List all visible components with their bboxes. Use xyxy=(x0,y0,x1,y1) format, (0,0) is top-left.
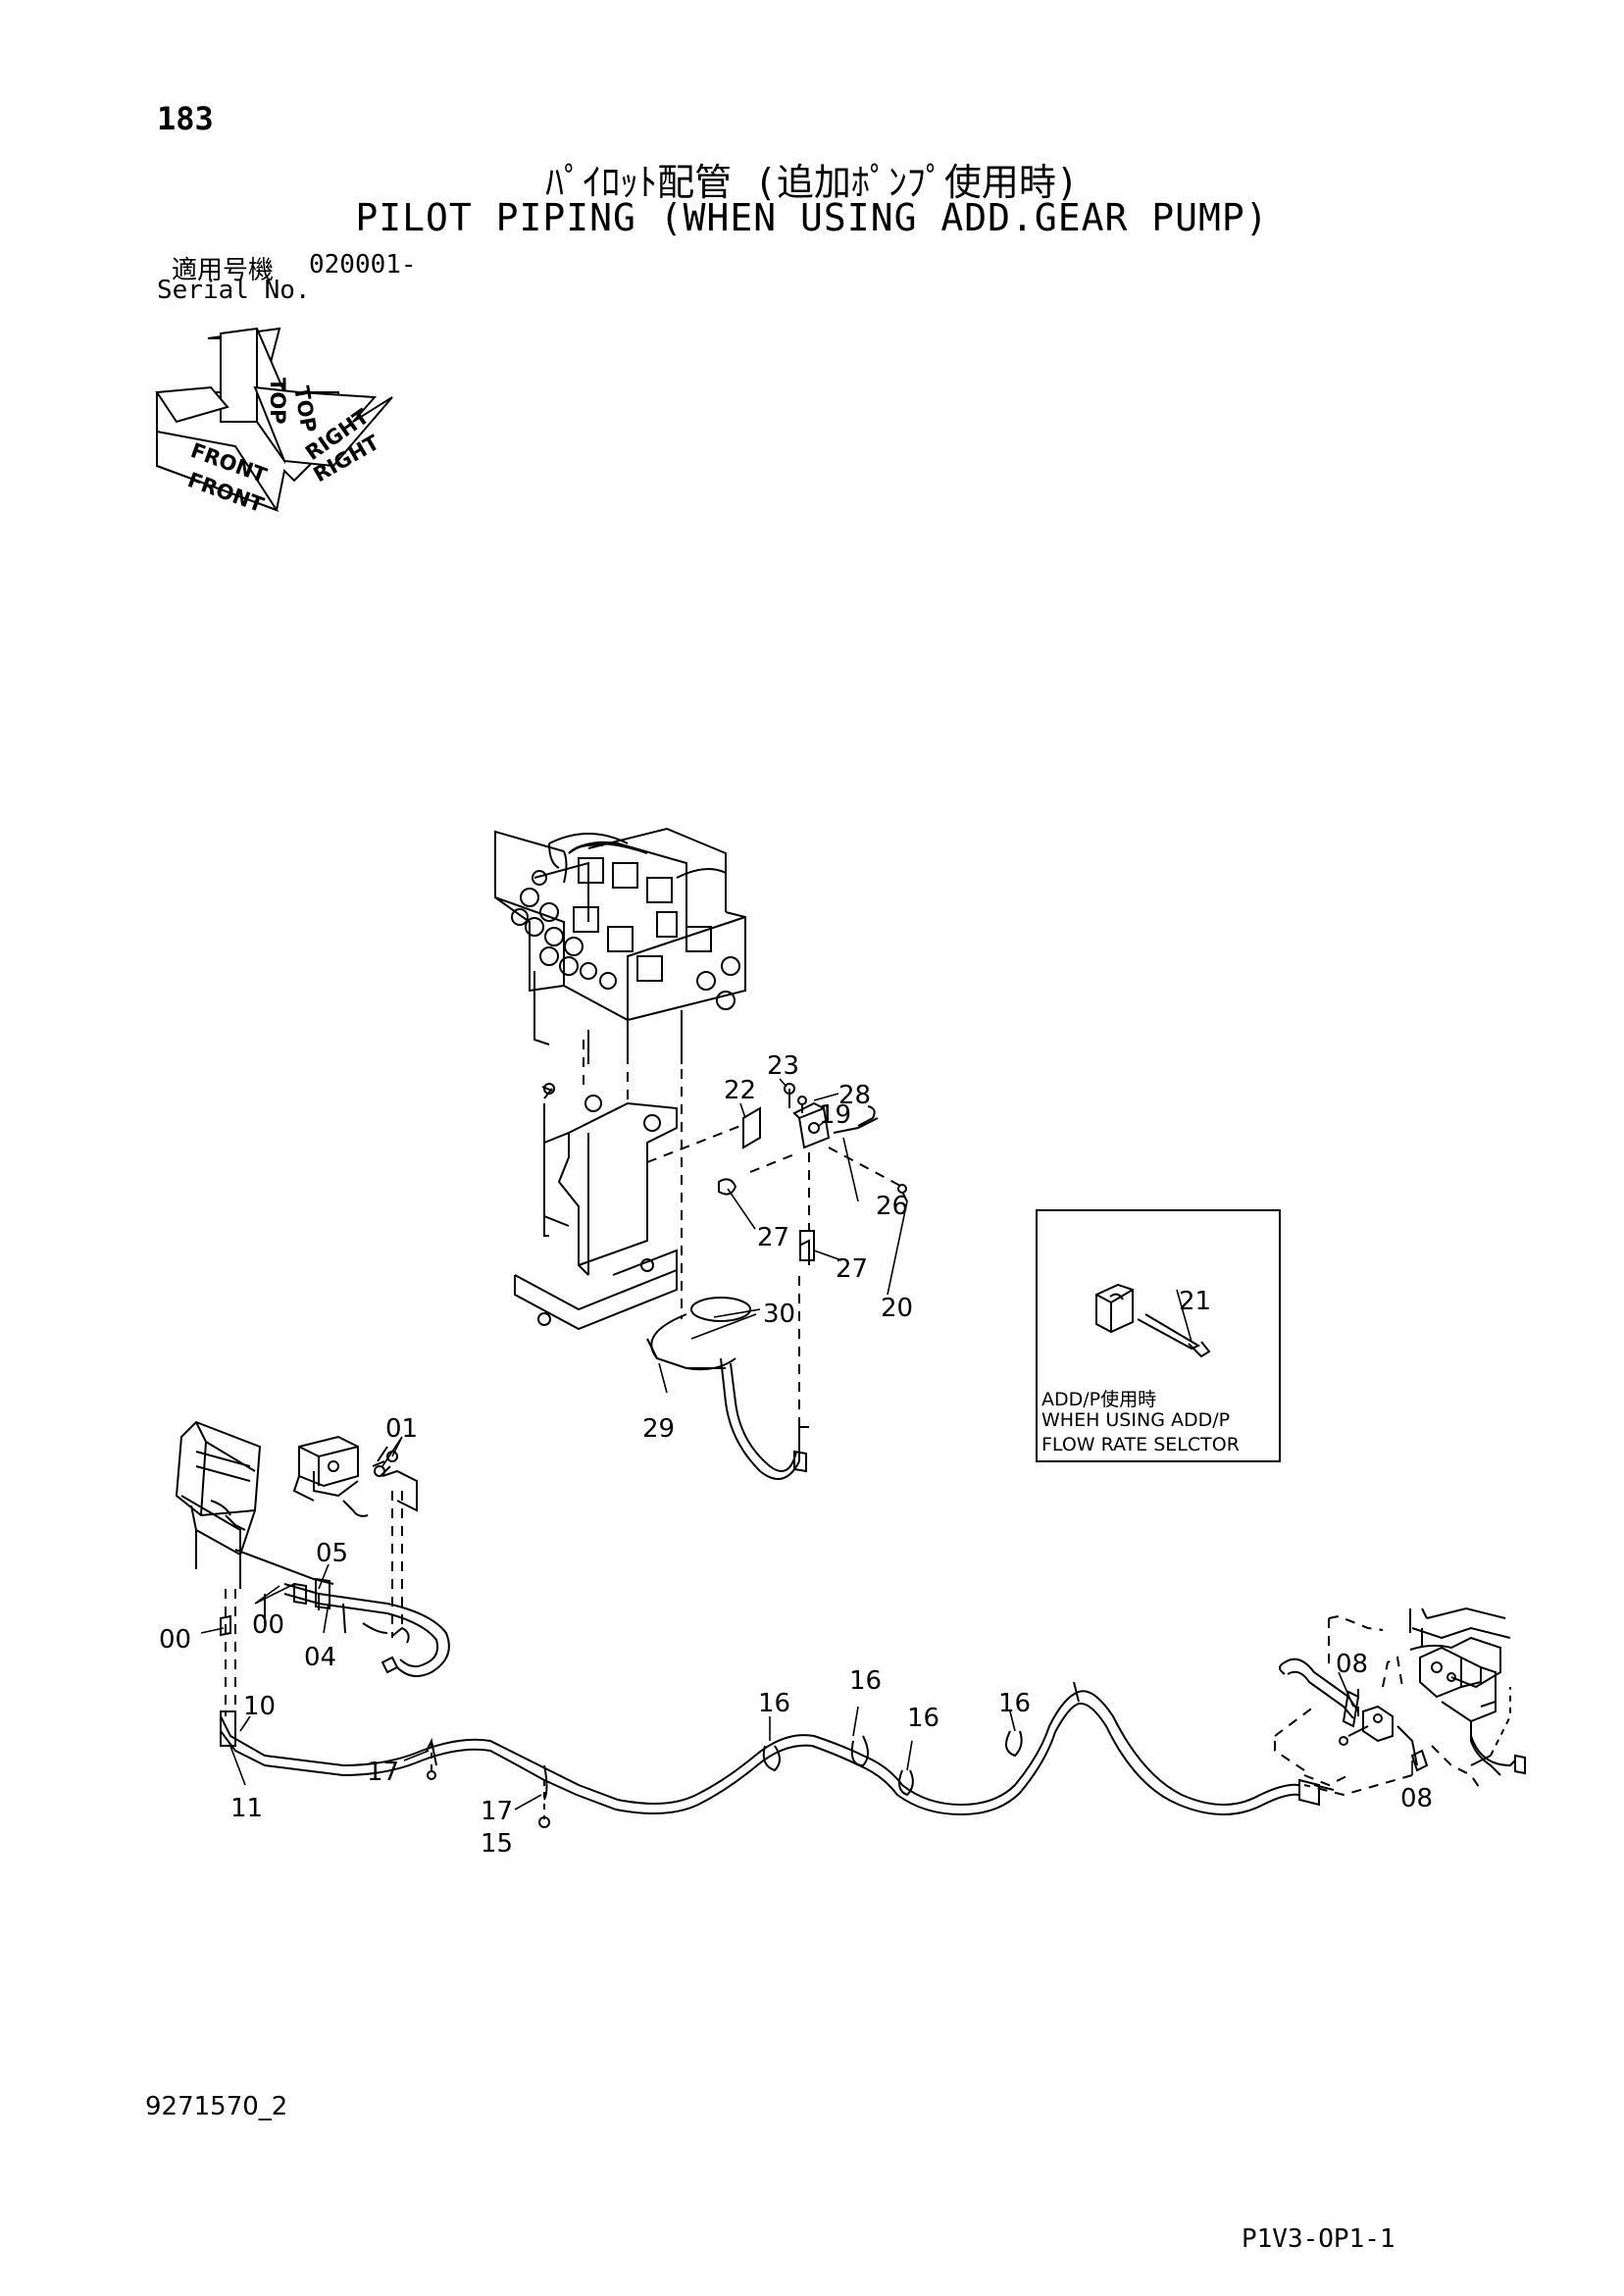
solenoid-valve-group xyxy=(646,1083,908,1265)
callout-00-left: 00 xyxy=(159,1625,191,1655)
callout-28: 28 xyxy=(838,1081,871,1110)
clamp-16b xyxy=(850,1735,869,1767)
top-label-left: TOP xyxy=(266,378,289,425)
clamp-16d xyxy=(1005,1730,1023,1758)
orientation-icon: FRONT FRONT TOP TOP RIGHT RIGHT xyxy=(155,327,393,517)
callout-15: 15 xyxy=(481,1829,513,1859)
callout-19: 19 xyxy=(819,1100,851,1130)
callout-01: 01 xyxy=(385,1414,418,1444)
hose-fitting-08 xyxy=(1274,1614,1492,1797)
callout-labels: 23 22 28 19 26 27 27 20 30 29 01 05 00 0… xyxy=(159,1051,1433,1859)
clamp-16a xyxy=(762,1745,781,1772)
callout-08-lower: 08 xyxy=(1400,1784,1433,1813)
callout-05: 05 xyxy=(316,1539,348,1568)
page-number: 183 xyxy=(157,100,214,137)
callout-17-right: 17 xyxy=(481,1797,513,1826)
callout-20: 20 xyxy=(881,1294,913,1323)
serial-label-english: Serial No. xyxy=(157,276,311,305)
callout-27-right: 27 xyxy=(836,1254,868,1284)
inset-caption-line3: FLOW RATE SELCTOR xyxy=(1041,1434,1240,1455)
pedal-bracket-01 xyxy=(292,1435,418,1517)
callout-04: 04 xyxy=(304,1643,336,1672)
right-valve-assembly xyxy=(1409,1607,1526,1776)
pilot-hose-main xyxy=(220,1690,1335,1816)
control-valve-assembly xyxy=(494,827,746,1064)
callout-16-c: 16 xyxy=(907,1704,939,1733)
page-code: P1V3-OP1-1 xyxy=(1242,2224,1396,2254)
document-number: 9271570_2 xyxy=(145,2092,288,2121)
inset-caption-japanese: ADD/P使用時 xyxy=(1041,1389,1157,1410)
callout-08-upper: 08 xyxy=(1336,1650,1368,1679)
callout-27-left: 27 xyxy=(757,1223,789,1252)
serial-number-value: 020001- xyxy=(309,250,417,280)
inset-callout-21: 21 xyxy=(1179,1287,1211,1316)
callout-16-d: 16 xyxy=(998,1689,1031,1718)
callout-22: 22 xyxy=(724,1076,756,1105)
pilot-hose-04 xyxy=(283,1577,450,1677)
flow-rate-selector-inset xyxy=(1036,1209,1281,1462)
callout-16-b: 16 xyxy=(849,1666,882,1696)
page-title-english: PILOT PIPING (WHEN USING ADD.GEAR PUMP) xyxy=(355,196,1269,239)
inset-caption-line2: WHEH USING ADD/P xyxy=(1041,1409,1231,1431)
callout-29: 29 xyxy=(642,1414,675,1444)
clamp-16c xyxy=(897,1769,914,1797)
serial-label-japanese: 適用号機 xyxy=(172,256,275,285)
pilot-hose-29 xyxy=(646,1157,809,1480)
callout-23: 23 xyxy=(767,1051,799,1081)
callout-10: 10 xyxy=(243,1692,276,1721)
callout-30: 30 xyxy=(763,1300,795,1329)
callout-00-mid: 00 xyxy=(252,1610,284,1640)
travel-pedal-assembly xyxy=(175,1420,334,1589)
page-title-japanese: ﾊﾟｲﾛｯﾄ配管 (追加ﾎﾟﾝﾌﾟ使用時) xyxy=(545,161,1079,204)
callout-leader-lines xyxy=(200,1078,1413,1811)
callout-11: 11 xyxy=(230,1794,263,1823)
callout-26: 26 xyxy=(876,1192,908,1221)
callout-16-a: 16 xyxy=(758,1689,790,1718)
valve-mounting-bracket xyxy=(514,1083,678,1331)
clamp-17b xyxy=(543,1764,548,1801)
callout-17-left: 17 xyxy=(367,1758,399,1787)
